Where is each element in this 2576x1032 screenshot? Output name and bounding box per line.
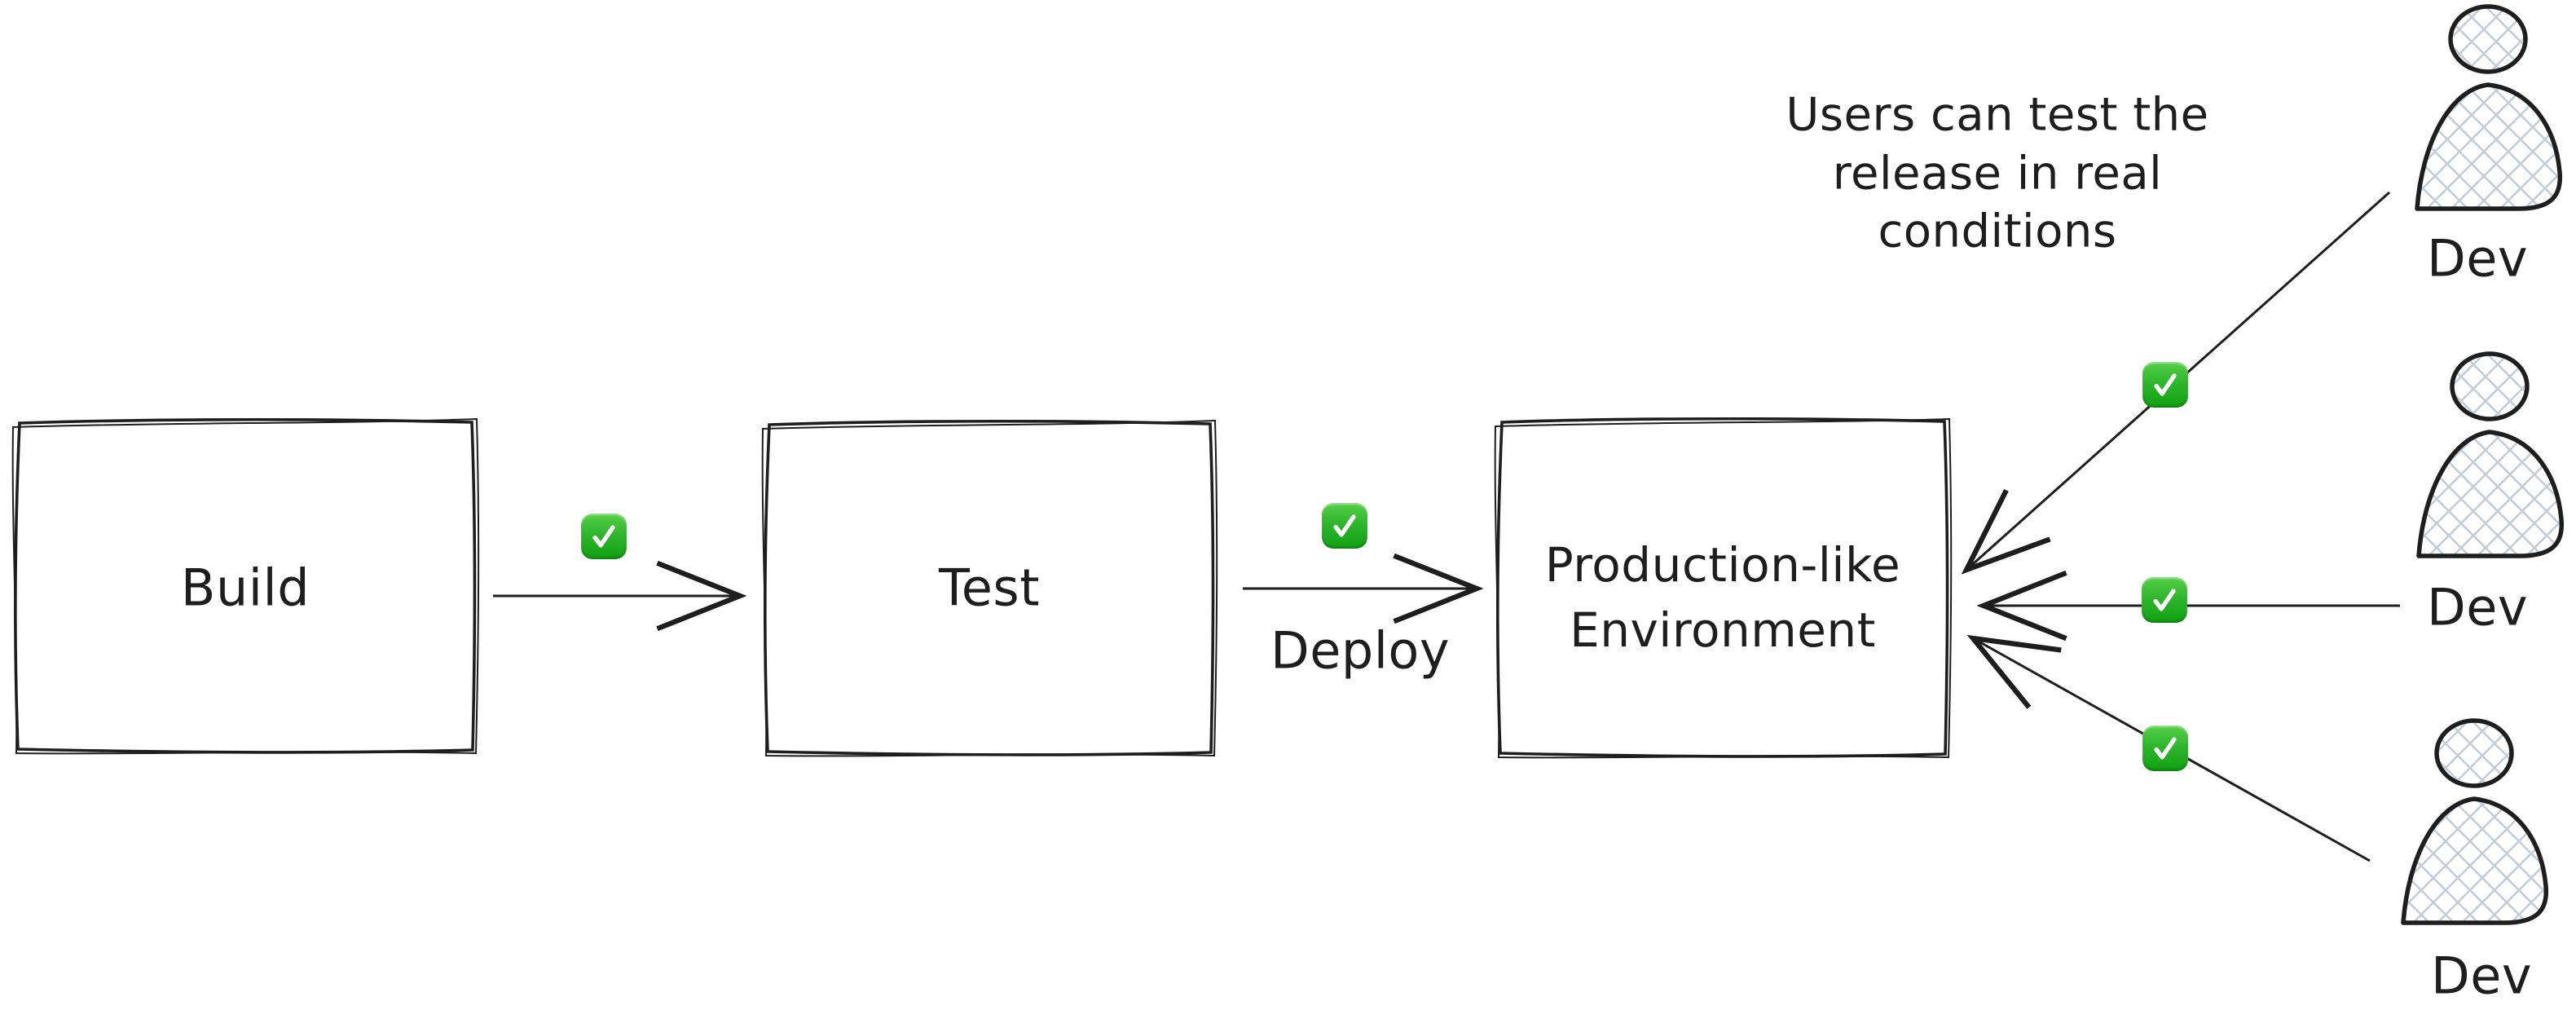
check-mark-icon xyxy=(1322,503,1367,549)
production-node-box xyxy=(1494,417,1953,759)
dev-middle-label: Dev xyxy=(2426,577,2529,637)
dev-bottom-person-icon xyxy=(2403,721,2546,923)
dev-bottom-label: Dev xyxy=(2430,946,2533,1006)
deploy-edge-label: Deploy xyxy=(1270,620,1451,681)
check-mark-icon xyxy=(2142,577,2187,623)
test-node-label: Test xyxy=(938,558,1041,618)
dev-top-label: Dev xyxy=(2426,228,2529,289)
build-node-label: Build xyxy=(180,558,310,618)
build-node-box xyxy=(11,417,480,755)
check-mark-icon xyxy=(581,514,627,559)
test-node-box xyxy=(761,419,1218,757)
dev-top-person-icon xyxy=(2417,7,2560,209)
dev-middle-person-icon xyxy=(2419,354,2561,556)
check-mark-icon xyxy=(2142,725,2188,771)
production-node-label: Production-like Environment xyxy=(1544,536,1901,658)
check-mark-icon xyxy=(2142,362,2188,408)
users-note-text: Users can test the release in real condi… xyxy=(1786,88,2209,258)
